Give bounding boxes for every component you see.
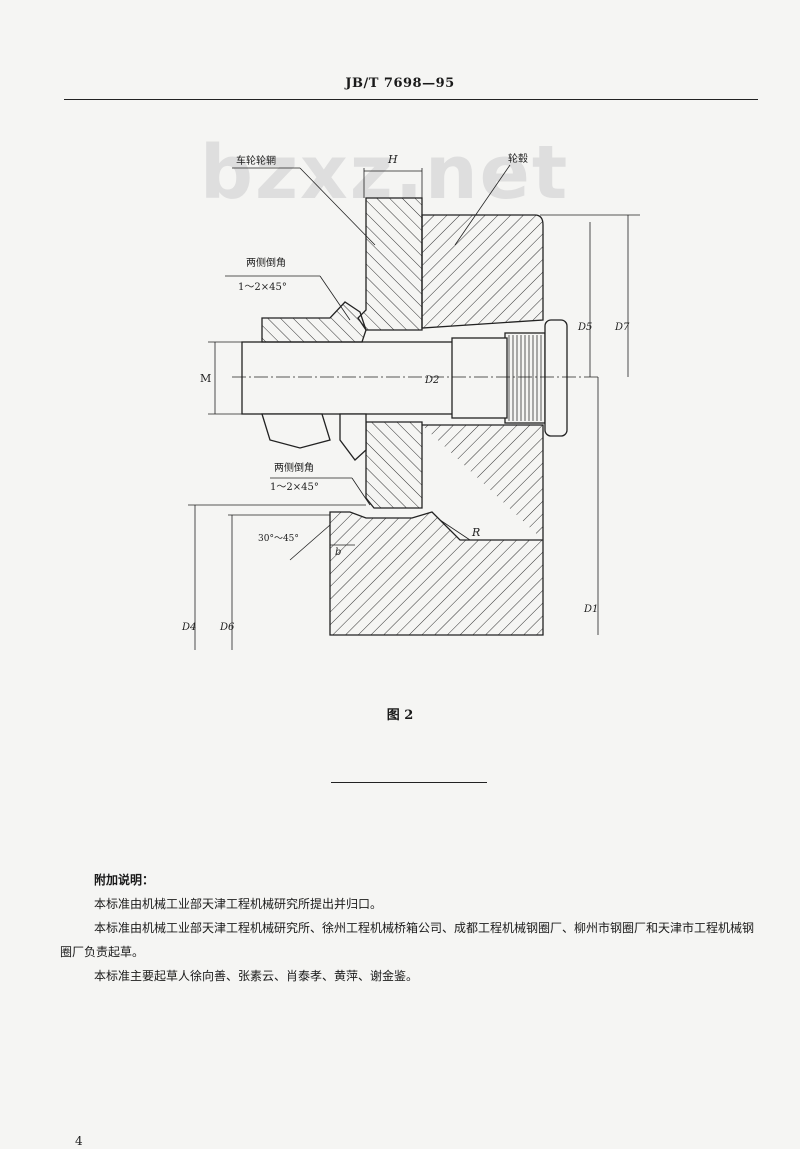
- label-D7: D7: [614, 322, 630, 333]
- bolt-head: [544, 319, 568, 437]
- label-D2: D2: [424, 375, 439, 386]
- label-R: R: [471, 526, 480, 539]
- label-M: M: [200, 372, 211, 385]
- notes-title: 附加说明：: [94, 873, 155, 887]
- label-chamfer-bottom-value: 1～2×45°: [270, 482, 319, 493]
- nut-lower: [261, 413, 331, 449]
- rim-upper-section: [357, 197, 423, 331]
- washer-lower: [339, 413, 367, 461]
- figure-caption: 图 2: [386, 708, 414, 723]
- label-chamfer-top-title: 两侧倒角: [246, 256, 286, 269]
- document-code-header: JB/T 7698—95: [345, 76, 455, 91]
- technical-drawing-figure-2: 车轮轮辋 轮毂 H 两侧倒角 1～2×45° 两侧倒角 1～2×45° M D2…: [181, 152, 640, 650]
- label-hub: 轮毂: [508, 152, 528, 165]
- label-chamfer-bottom-title: 两侧倒角: [274, 461, 314, 474]
- label-rim: 车轮轮辋: [236, 154, 276, 167]
- label-D1: D1: [583, 604, 598, 615]
- header-rule: [64, 99, 758, 100]
- label-D5: D5: [577, 322, 592, 333]
- rim-lower-section: [365, 421, 423, 509]
- label-D6: D6: [219, 622, 235, 633]
- additional-notes: 附加说明： 本标准由机械工业部天津工程机械研究所提出并归口。 本标准由机械工业部…: [60, 868, 765, 988]
- page-number: 4: [75, 1134, 83, 1148]
- label-chamfer-top-value: 1～2×45°: [238, 282, 287, 293]
- label-H: H: [387, 153, 398, 166]
- hub-upper-section: [421, 214, 544, 329]
- knurl-lines: [508, 335, 542, 421]
- hub-lower-section: [329, 424, 544, 636]
- notes-paragraph: 本标准由机械工业部天津工程机械研究所提出并归口。: [94, 897, 383, 911]
- end-rule: [331, 782, 487, 783]
- notes-paragraph: 本标准由机械工业部天津工程机械研究所、徐州工程机械桥箱公司、成都工程机械钢圈厂、…: [60, 921, 755, 959]
- label-b: b: [335, 547, 341, 558]
- bolt-collar: [451, 337, 508, 419]
- nut-upper: [261, 301, 367, 343]
- label-angle: 30°～45°: [258, 534, 299, 544]
- label-D4: D4: [181, 622, 196, 633]
- notes-paragraph: 本标准主要起草人徐向善、张素云、肖泰孝、黄萍、谢金鉴。: [94, 969, 419, 983]
